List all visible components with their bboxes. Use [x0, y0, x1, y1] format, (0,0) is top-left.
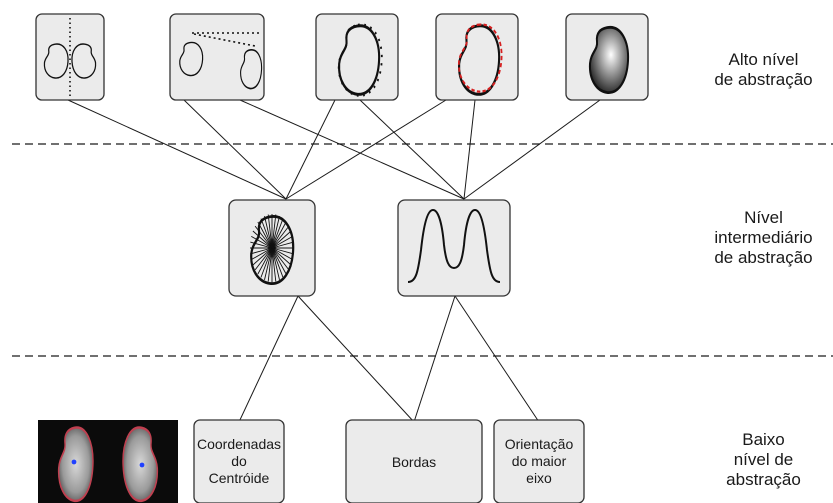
low-box-orientation — [493, 419, 585, 503]
connections-mid-low — [238, 295, 540, 423]
mid-box-profile — [397, 199, 511, 297]
high-box-shading — [565, 13, 649, 101]
label-high-level: Alto nível de abstração — [714, 50, 813, 89]
high-box-smoothness — [315, 13, 399, 101]
high-box-tapering — [169, 13, 265, 101]
tapering-icon — [179, 32, 263, 90]
low-box-edges — [345, 419, 483, 503]
mid-box-radial — [228, 199, 316, 297]
label-low-level: Baixo nível de abstração — [726, 430, 801, 489]
connections-high-mid — [67, 99, 601, 200]
label-orientation: Orientação do maior eixo — [504, 436, 574, 486]
high-box-deviation — [435, 13, 519, 101]
label-centroid: Coordenadas do Centróide — [196, 436, 282, 486]
cell-image-thumbnail — [38, 420, 178, 503]
low-box-centroid — [193, 419, 285, 503]
label-intermediate-level: Nível intermediário de abstração — [714, 208, 813, 267]
bimodal-profile-icon — [407, 208, 501, 283]
radial-distance-icon — [249, 214, 295, 286]
high-box-symmetry — [35, 13, 105, 101]
label-edges: Bordas — [391, 454, 437, 470]
